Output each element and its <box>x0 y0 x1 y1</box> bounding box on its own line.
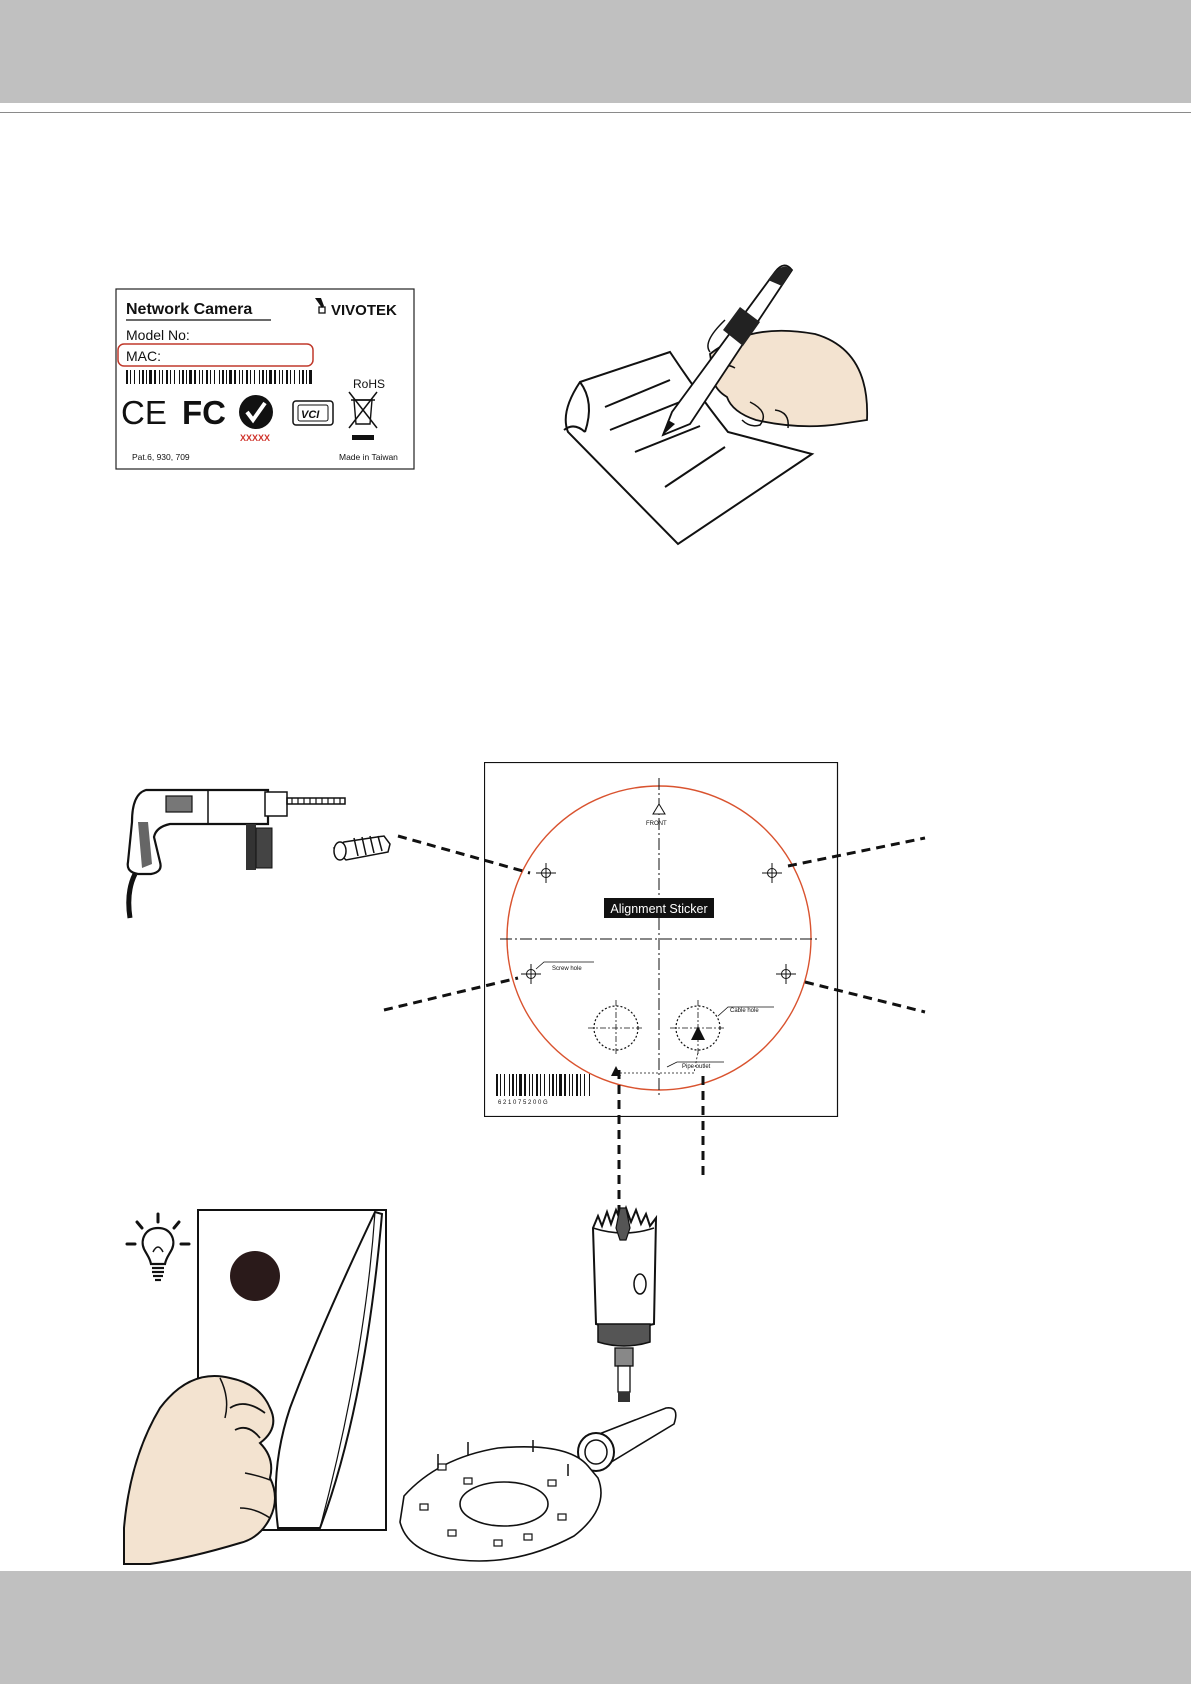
screw-hole-label: Screw hole <box>552 966 582 972</box>
sticker-barcode-number: 6 2 1 0 7 5 2 0 0 G <box>498 1100 548 1106</box>
footer-band <box>0 1571 1191 1684</box>
sticker-title: Alignment Sticker <box>610 902 707 916</box>
camera-label: Network Camera VIVOTEK Model No: MAC: Ro… <box>115 288 415 470</box>
ce-mark: CE <box>121 394 167 431</box>
mounting-plate-icon <box>398 1404 688 1566</box>
mac-label: MAC: <box>126 348 161 364</box>
pipe-outlet-label: Pipe outlet <box>682 1064 711 1070</box>
fcc-mark: FC <box>182 394 226 431</box>
peeling-sticker-illustration <box>120 1208 390 1568</box>
svg-text:FRONT: FRONT <box>646 821 667 827</box>
model-number-label: Model No: <box>126 327 190 343</box>
header-band <box>0 0 1191 103</box>
cable-hole-label: Cable hole <box>730 1008 759 1014</box>
rohs-mark: RoHS <box>353 377 385 391</box>
svg-text:XXXXX: XXXXX <box>240 433 270 443</box>
svg-text:VIVOTEK: VIVOTEK <box>331 302 397 319</box>
wall-anchor-icon <box>332 832 394 866</box>
c-tick-mark: XXXXX <box>239 395 273 443</box>
svg-text:VCI: VCI <box>301 409 320 421</box>
header-rule <box>0 112 1191 113</box>
alignment-sticker: FRONT Alignment Sticker Screw hole Cable… <box>484 762 839 1117</box>
patent-text: Pat.6, 930, 709 <box>132 452 190 462</box>
origin-text: Made in Taiwan <box>339 452 398 462</box>
hammer-drill-icon <box>118 782 348 922</box>
label-title: Network Camera <box>126 301 252 318</box>
hand-writing-icon <box>560 262 880 552</box>
hole-saw-icon <box>590 1204 660 1404</box>
